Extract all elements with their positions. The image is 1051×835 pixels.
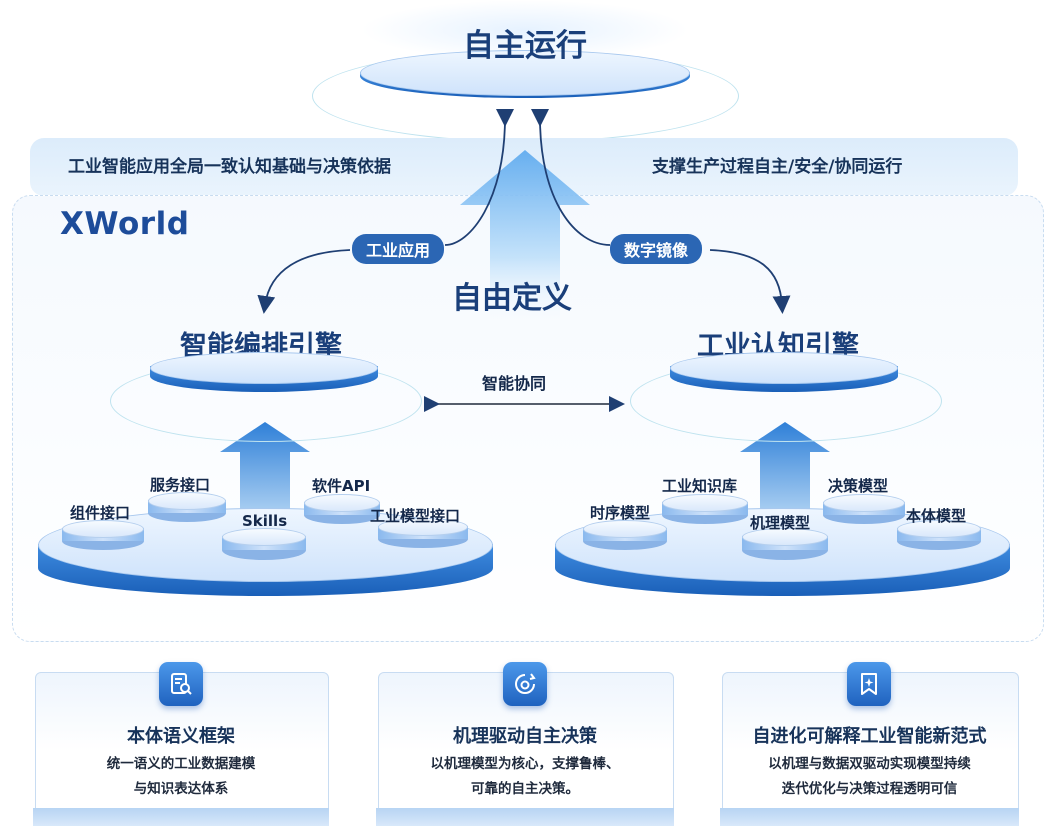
left-engine-platform [150, 352, 378, 402]
left-item-service: 服务接口 [150, 476, 211, 494]
left-item-component: 组件接口 [70, 504, 131, 522]
arrow-to-left-engine [257, 249, 351, 314]
cyl-software-api [304, 494, 380, 524]
cyl-knowledge-base [662, 494, 748, 524]
arrow-to-right-engine [709, 249, 791, 314]
cyl-timeseries-model [583, 520, 667, 550]
top-title: 自主运行 [463, 28, 587, 64]
arrow-to-top-right [530, 108, 611, 246]
banner-left-text: 工业智能应用全局一致认知基础与决策依据 [68, 157, 391, 177]
collab-label: 智能协同 [482, 374, 547, 393]
top-platform [360, 50, 690, 110]
cyl-component-interface [62, 520, 144, 550]
cyl-decision-model [823, 494, 905, 524]
banner-right-text: 支撑生产过程自主/安全/协同运行 [652, 157, 903, 177]
cyl-skills [222, 528, 306, 560]
card-3-desc-line1: 以机理与数据双驱动实现模型持续 [768, 756, 971, 772]
card-2-desc-line2: 可靠的自主决策。 [471, 781, 579, 797]
card-1-title: 本体语义框架 [127, 726, 235, 747]
gear-cycle-icon [503, 662, 547, 706]
right-engine-platform [670, 352, 898, 402]
arrow-to-top-left [444, 108, 515, 246]
left-item-skills: Skills [242, 512, 288, 530]
left-item-software-api: 软件API [312, 477, 371, 495]
cyl-industrial-model-interface [378, 518, 468, 548]
left-item-model-interface: 工业模型接口 [370, 507, 461, 525]
card-3-desc-line2: 迭代优化与决策过程透明可信 [781, 781, 958, 797]
right-item-decision: 决策模型 [828, 477, 889, 495]
card-1-base [33, 808, 329, 826]
card-3-title: 自进化可解释工业智能新范式 [752, 726, 987, 747]
digital-mirror-pill: 数字镜像 [610, 234, 703, 264]
right-item-knowledge: 工业知识库 [662, 477, 738, 495]
sparkle-bookmark-icon [847, 662, 891, 706]
xworld-title: XWorld [60, 206, 190, 242]
card-2-title: 机理驱动自主决策 [453, 726, 597, 747]
card-2-desc-line1: 以机理模型为核心，支撑鲁棒、 [430, 756, 620, 772]
card-1-desc-line2: 与知识表达体系 [133, 781, 229, 797]
cyl-mechanism-model [742, 528, 828, 560]
free-define-label: 自由定义 [452, 281, 572, 316]
industrial-app-pill: 工业应用 [352, 234, 445, 264]
cyl-service-interface [148, 492, 226, 522]
cyl-ontology-model [897, 520, 981, 550]
right-item-mechanism: 机理模型 [750, 514, 811, 532]
card-2-base [376, 808, 674, 826]
right-item-timeseries: 时序模型 [590, 504, 651, 522]
card-1-desc-line1: 统一语义的工业数据建模 [106, 756, 256, 772]
document-search-icon [159, 662, 203, 706]
right-item-ontology: 本体模型 [906, 507, 967, 525]
card-3-base [720, 808, 1019, 826]
